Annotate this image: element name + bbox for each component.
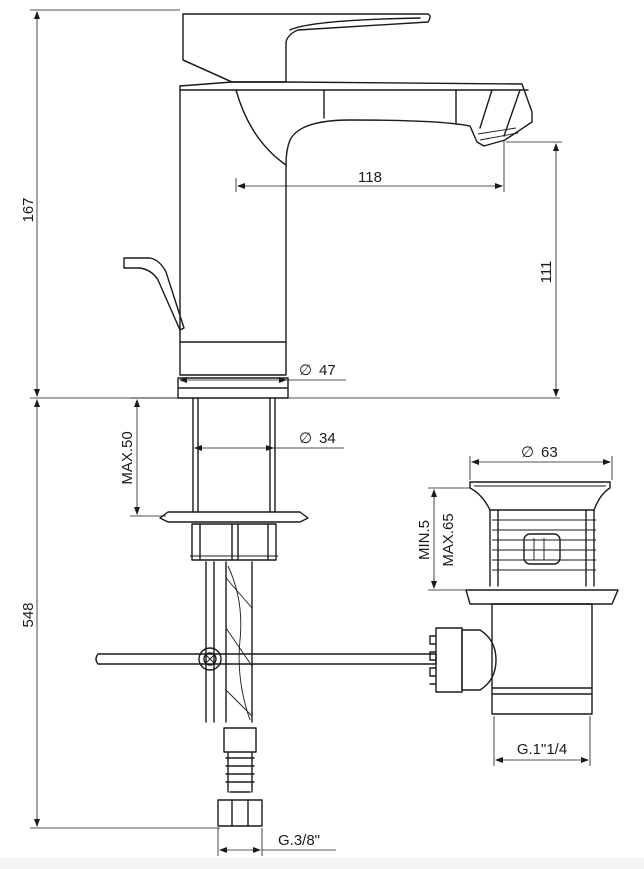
fixing-plate: [159, 511, 309, 523]
fixing-nut: [191, 523, 277, 561]
bottom-band: [0, 858, 644, 869]
shank-tube: [192, 397, 276, 513]
waste-flange: [465, 589, 619, 605]
lever-handle: [182, 13, 431, 83]
dimension-lines: [30, 9, 613, 856]
label-hose-thread: G.3/8": [278, 832, 320, 849]
label-total-height-bottom: 548: [20, 602, 37, 627]
label-total-height-top: 167: [20, 197, 37, 222]
faucet-body: [123, 13, 533, 399]
label-base-diameter: ∅ 47: [299, 362, 336, 379]
label-spout-height: 111: [538, 261, 555, 284]
label-shank-diameter: ∅ 34: [299, 430, 336, 447]
waste-assembly: [429, 481, 619, 715]
label-waste-thread: G.1"1/4: [517, 741, 567, 758]
shank-diameter-value: 34: [319, 430, 336, 447]
knurled-nut: [429, 627, 463, 693]
popup-rod-lever: [123, 257, 185, 331]
waste-slot: [523, 533, 561, 565]
label-waste-diameter: ∅ 63: [521, 444, 558, 461]
label-waste-max: MAX.65: [440, 513, 457, 566]
faucet-column: [179, 89, 287, 376]
popup-rod: [95, 653, 437, 665]
shank-assembly: [95, 397, 437, 827]
diameter-symbol: ∅: [299, 430, 312, 447]
flexible-hose-left: [205, 561, 215, 723]
spout: [179, 81, 533, 166]
flexible-hose-right: [225, 561, 253, 723]
waste-body: [489, 509, 595, 587]
diameter-symbol: ∅: [521, 444, 534, 461]
waste-thread-body: [491, 603, 593, 715]
base-ring: [177, 377, 289, 399]
diameter-symbol: ∅: [299, 362, 312, 379]
base-diameter-value: 47: [319, 362, 336, 379]
label-spout-reach: 118: [358, 169, 382, 186]
waste-diameter-value: 63: [541, 444, 558, 461]
label-max-thickness: MAX.50: [119, 431, 136, 484]
waste-outlet: [461, 629, 497, 691]
hose-fitting: [217, 727, 263, 827]
label-waste-min: MIN.5: [416, 520, 433, 560]
rod-clamp: [198, 647, 222, 671]
